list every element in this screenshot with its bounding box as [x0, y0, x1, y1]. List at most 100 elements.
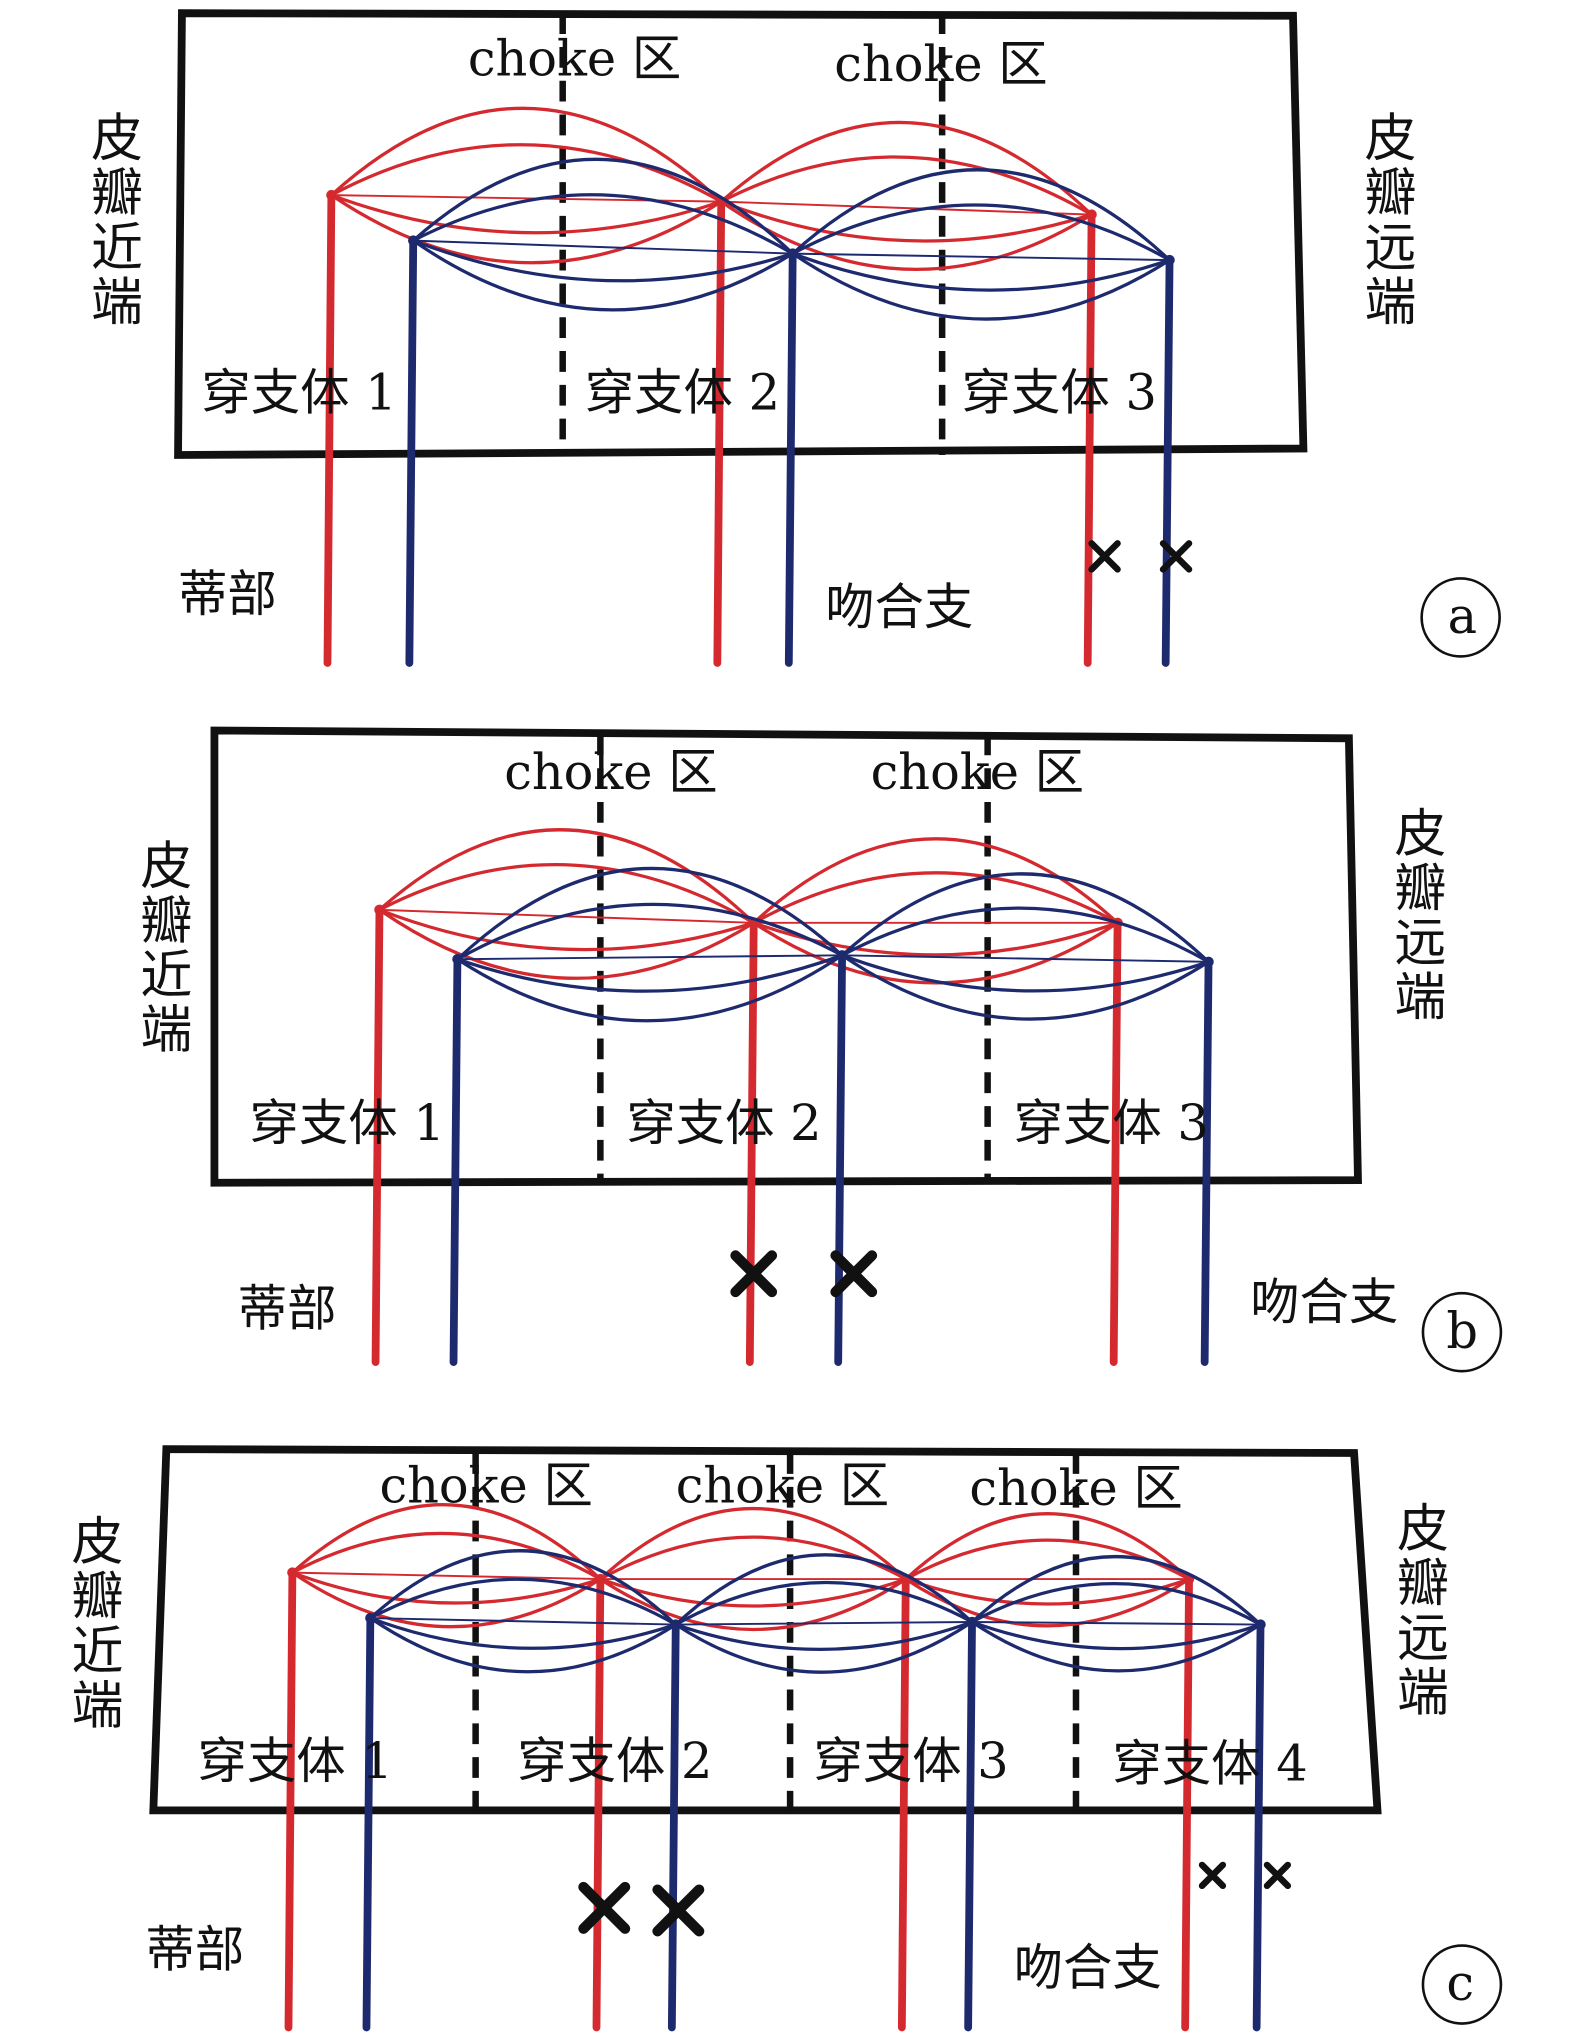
svg-text:端: 端: [140, 1001, 192, 1061]
artery-vessel: [592, 1575, 605, 2032]
vein-arc: [456, 902, 843, 961]
vein-arc: [456, 953, 843, 1023]
artery-vessel: [897, 1575, 910, 2032]
perforasome-label: 穿支体 4: [1112, 1735, 1307, 1793]
vein-arc: [970, 1555, 1262, 1626]
artery-arc: [905, 1577, 1190, 1606]
svg-text:远: 远: [1364, 218, 1416, 278]
ligation-x-mark: [1198, 1861, 1227, 1890]
flap-frame: [174, 9, 1308, 459]
perforasome-label: 穿支体 3: [1014, 1094, 1209, 1152]
anastomosis-label: 吻合支: [825, 578, 973, 636]
artery-arc: [599, 1577, 907, 1631]
vein-arc: [971, 1620, 1262, 1651]
perforasome-label: 穿支体 2: [626, 1094, 821, 1152]
pedicle-label: 蒂部: [146, 1920, 245, 1978]
artery-arc: [330, 143, 723, 204]
ligation-x-mark: [1088, 540, 1121, 573]
artery-vessel: [1181, 1575, 1193, 2032]
artery-arc: [291, 1503, 602, 1581]
vein-arc: [792, 252, 1170, 262]
artery-arc: [599, 1506, 907, 1581]
vein-node: [1255, 1619, 1266, 1630]
vein-arc: [412, 157, 794, 255]
svg-text:皮: 皮: [1364, 109, 1416, 169]
vein-arc: [412, 239, 794, 312]
vein-vessel: [784, 249, 797, 667]
perforasome-label: 穿支体 2: [517, 1732, 712, 1790]
ligation-x-mark: [830, 1250, 878, 1298]
anastomosis-label: 吻合支: [1250, 1273, 1398, 1331]
choke-zone-label: choke 区: [504, 743, 717, 801]
artery-arc: [291, 1531, 602, 1581]
artery-arc: [378, 908, 755, 980]
svg-text:近: 近: [140, 946, 192, 1006]
artery-vessel: [284, 1568, 297, 2032]
svg-text:端: 端: [91, 273, 143, 333]
choke-zone-label: choke 区: [834, 35, 1047, 93]
vein-node: [966, 1616, 978, 1628]
artery-vessel: [371, 905, 384, 1366]
vein-arc: [370, 1617, 676, 1626]
choke-zone-label: choke 区: [468, 30, 681, 88]
artery-arc: [378, 908, 755, 952]
vein-arc: [675, 1620, 973, 1651]
vein-arc: [971, 1620, 1262, 1673]
perforasome-label: 穿支体 1: [250, 1094, 445, 1152]
vein-arc: [674, 1620, 973, 1674]
vein-arc: [791, 168, 1171, 262]
vein-arc: [972, 1620, 1261, 1626]
vein-arc: [674, 1553, 974, 1626]
vein-arc: [792, 252, 1171, 292]
vein-vessel: [449, 955, 462, 1366]
artery-arc: [720, 155, 1093, 217]
perforasome-label: 穿支体 2: [585, 364, 780, 422]
artery-arc: [904, 1512, 1191, 1581]
ligation-x-mark: [1263, 1861, 1292, 1890]
vein-arc: [413, 239, 793, 255]
svg-text:瓣: 瓣: [1394, 859, 1446, 919]
artery-arc: [752, 921, 1119, 985]
panel-a-badge: [1420, 577, 1501, 658]
artery-arc: [291, 1571, 601, 1605]
vein-arc: [456, 953, 843, 993]
vein-node: [408, 235, 419, 246]
ligation-x-mark: [1159, 540, 1193, 573]
artery-node: [374, 904, 385, 916]
ligation-x-mark: [578, 1881, 631, 1934]
svg-text:瓣: 瓣: [1397, 1554, 1449, 1614]
artery-vessel: [1109, 918, 1122, 1366]
svg-text:端: 端: [1397, 1663, 1449, 1723]
artery-node: [595, 1573, 606, 1585]
svg-text:端: 端: [71, 1676, 123, 1736]
vein-arc: [791, 203, 1171, 262]
panel-b-letter: b: [1446, 1302, 1478, 1360]
svg-text:瓣: 瓣: [91, 164, 143, 224]
artery-arc: [752, 837, 1119, 925]
artery-vessel: [745, 918, 758, 1366]
artery-vessel: [323, 191, 336, 667]
vein-vessel: [667, 1620, 680, 2032]
vein-arc: [369, 1616, 677, 1674]
vein-node: [1164, 254, 1175, 266]
choke-zone-label: choke 区: [871, 743, 1084, 801]
vein-vessel: [405, 236, 418, 667]
panel-c-letter: c: [1446, 1954, 1474, 2012]
artery-arc: [292, 1571, 601, 1581]
artery-arc: [752, 871, 1119, 925]
vein-arc: [457, 954, 843, 961]
vein-arc: [369, 1577, 677, 1626]
artery-arc: [904, 1577, 1190, 1628]
svg-text:近: 近: [71, 1622, 123, 1682]
svg-text:近: 近: [91, 218, 143, 278]
svg-text:瓣: 瓣: [1364, 164, 1416, 224]
vein-arc: [841, 906, 1210, 964]
panel-b-badge: [1421, 1291, 1503, 1373]
vein-node: [1203, 956, 1214, 968]
artery-arc: [330, 106, 723, 203]
svg-text:皮: 皮: [140, 837, 192, 897]
